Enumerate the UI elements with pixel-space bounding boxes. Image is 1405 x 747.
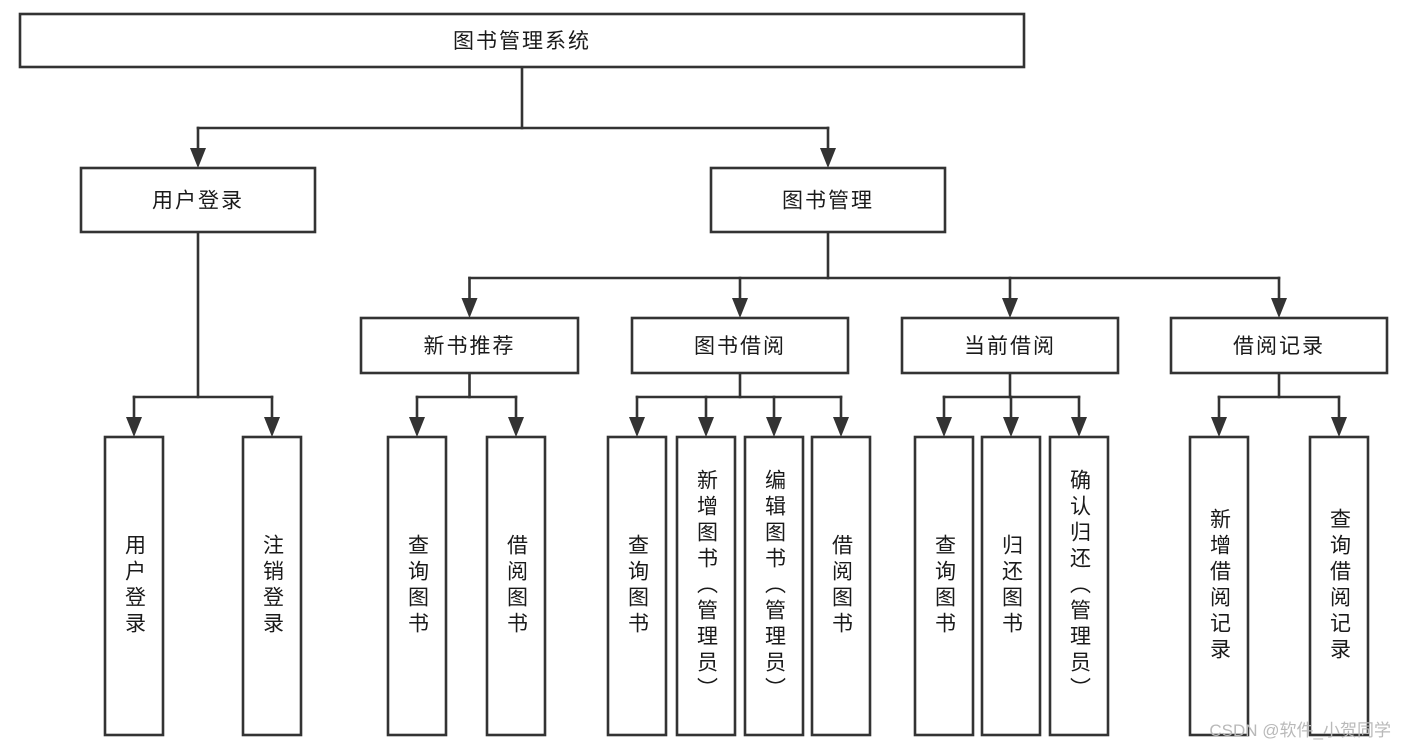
arrow-head-icon: [1003, 417, 1019, 437]
node-box-leaf-borrow-book[interactable]: [810, 435, 872, 737]
node-label-user-login: 用户登录: [152, 190, 244, 213]
node-box-leaf-user-login[interactable]: [103, 435, 165, 737]
node-box-root[interactable]: [18, 12, 1026, 69]
node-box-borrow-records[interactable]: [1169, 316, 1389, 375]
arrow-head-icon: [1002, 298, 1018, 318]
arrow-head-icon: [461, 298, 478, 318]
node-box-book-management[interactable]: [709, 166, 947, 234]
arrow-head-icon: [409, 417, 425, 437]
arrow-head-icon: [766, 417, 782, 437]
arrow-head-icon: [126, 417, 142, 437]
node-box-leaf-borrow-book-rec[interactable]: [485, 435, 547, 737]
node-box-leaf-logout[interactable]: [241, 435, 303, 737]
node-box-leaf-query-book-borrow[interactable]: [606, 435, 668, 737]
arrow-head-icon: [190, 148, 206, 168]
arrow-head-icon: [1211, 417, 1227, 437]
node-box-leaf-add-book[interactable]: [675, 435, 737, 737]
node-label-root: 图书管理系统: [453, 30, 591, 53]
node-label-book-borrow: 图书借阅: [694, 335, 786, 358]
node-box-leaf-query-record[interactable]: [1308, 435, 1370, 737]
node-label-current-borrow: 当前借阅: [964, 335, 1056, 358]
node-box-current-borrow[interactable]: [900, 316, 1120, 375]
arrow-head-icon: [1271, 298, 1287, 318]
node-box-user-login[interactable]: [79, 166, 317, 234]
node-box-book-borrow[interactable]: [630, 316, 850, 375]
arrow-head-icon: [264, 417, 280, 437]
node-label-book-management: 图书管理: [782, 190, 874, 213]
arrow-head-icon: [936, 417, 952, 437]
node-box-leaf-edit-book[interactable]: [743, 435, 805, 737]
arrow-head-icon: [698, 417, 714, 437]
connector-layer: [126, 65, 1347, 437]
arrow-head-icon: [1331, 417, 1347, 437]
node-box-new-book-recommend[interactable]: [359, 316, 580, 375]
node-label-borrow-records: 借阅记录: [1233, 335, 1325, 358]
node-box-leaf-query-book-rec[interactable]: [386, 435, 448, 737]
node-box-leaf-confirm-return[interactable]: [1048, 435, 1110, 737]
node-box-layer: [18, 12, 1389, 737]
node-box-leaf-return-book[interactable]: [980, 435, 1042, 737]
arrow-head-icon: [820, 148, 836, 168]
arrow-head-icon: [629, 417, 645, 437]
arrow-head-icon: [1071, 417, 1087, 437]
arrow-head-icon: [833, 417, 849, 437]
arrow-head-icon: [508, 417, 524, 437]
arrow-head-icon: [732, 298, 748, 318]
node-box-leaf-add-record[interactable]: [1188, 435, 1250, 737]
node-label-new-book-recommend: 新书推荐: [424, 335, 516, 358]
node-box-leaf-query-book-current[interactable]: [913, 435, 975, 737]
